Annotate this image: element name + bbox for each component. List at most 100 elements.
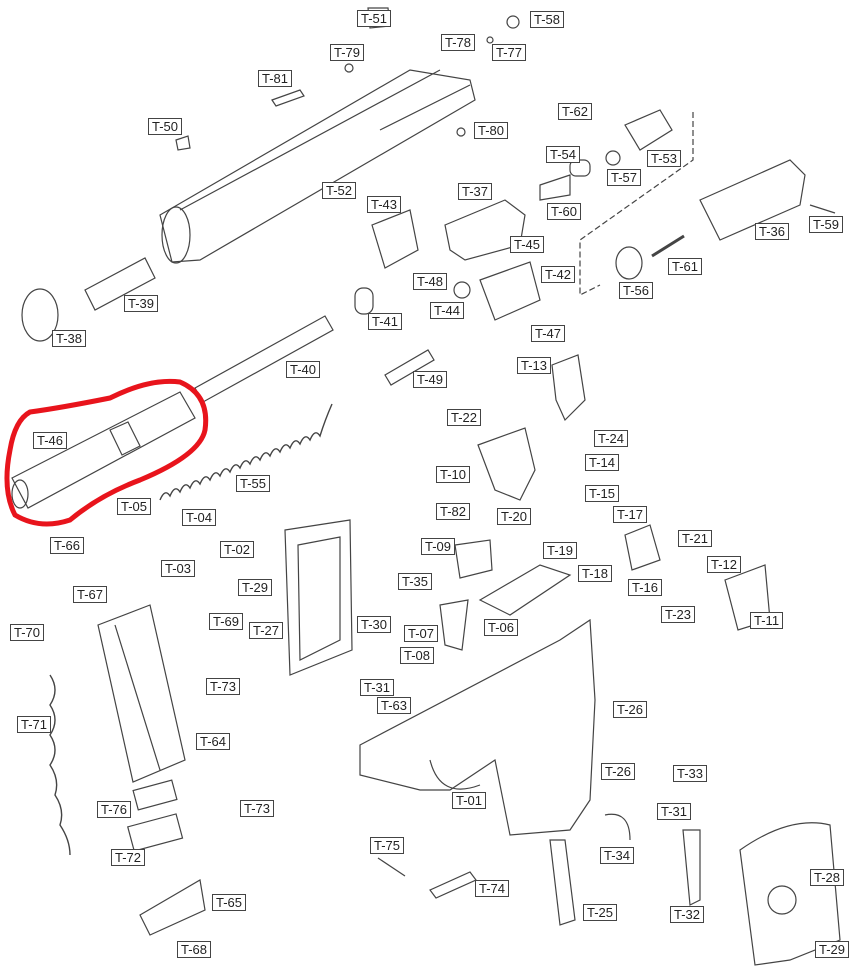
part-label-t-31: T-31 [360, 679, 395, 696]
part-t65 [139, 879, 206, 936]
magazine-part [97, 604, 186, 783]
part-label-t-72: T-72 [111, 849, 146, 866]
part-label-t-68: T-68 [177, 941, 212, 958]
part-t25 [549, 839, 576, 926]
inner-barrel-part [11, 391, 196, 509]
part-label-t-73: T-73 [206, 678, 241, 695]
part-t74 [429, 871, 477, 899]
part-label-t-25: T-25 [583, 904, 618, 921]
part-label-t-29: T-29 [815, 941, 850, 958]
part-label-t-12: T-12 [707, 556, 742, 573]
part-t80 [456, 127, 466, 137]
part-label-t-08: T-08 [400, 647, 435, 664]
part-label-t-41: T-41 [368, 313, 403, 330]
bushing-part [21, 288, 59, 342]
part-t07 [439, 599, 469, 651]
part-t77 [486, 36, 494, 44]
part-t75 [377, 857, 406, 877]
dashed-connector [579, 112, 694, 296]
part-t48 [453, 281, 471, 299]
part-label-t-51: T-51 [357, 10, 392, 27]
part-label-t-67: T-67 [73, 586, 108, 603]
part-t42 [479, 261, 541, 321]
part-t43 [371, 209, 419, 269]
part-label-t-80: T-80 [474, 122, 509, 139]
part-label-t-55: T-55 [236, 475, 271, 492]
part-label-t-59: T-59 [809, 216, 844, 233]
part-label-t-57: T-57 [607, 169, 642, 186]
part-label-t-60: T-60 [547, 203, 582, 220]
part-label-t-21: T-21 [678, 530, 713, 547]
part-label-t-19: T-19 [543, 542, 578, 559]
part-label-t-64: T-64 [196, 733, 231, 750]
part-t76 [132, 779, 178, 811]
part-label-t-69: T-69 [209, 613, 244, 630]
part-label-t-76: T-76 [97, 801, 132, 818]
part-label-t-24: T-24 [594, 430, 629, 447]
part-label-t-77: T-77 [492, 44, 527, 61]
part-t61 [651, 234, 685, 258]
part-label-t-44: T-44 [430, 302, 465, 319]
part-label-t-26: T-26 [613, 701, 648, 718]
part-label-t-29: T-29 [238, 579, 273, 596]
part-label-t-33: T-33 [673, 765, 708, 782]
part-label-t-81: T-81 [258, 70, 293, 87]
part-label-t-78: T-78 [441, 34, 476, 51]
part-label-t-30: T-30 [357, 616, 392, 633]
part-label-t-66: T-66 [50, 537, 85, 554]
part-label-t-79: T-79 [330, 44, 365, 61]
part-t72 [127, 813, 184, 852]
part-label-t-32: T-32 [670, 906, 705, 923]
part-label-t-13: T-13 [517, 357, 552, 374]
magazine-base-part [284, 519, 353, 676]
part-t56 [615, 246, 643, 280]
slide-part [159, 69, 476, 263]
part-label-t-40: T-40 [286, 361, 321, 378]
hammer-part [551, 354, 586, 422]
part-label-t-28: T-28 [810, 869, 845, 886]
part-label-t-42: T-42 [541, 266, 576, 283]
part-label-t-61: T-61 [668, 258, 703, 275]
recoil-guide-part [84, 257, 156, 311]
part-label-t-35: T-35 [398, 573, 433, 590]
frame-part [359, 618, 596, 836]
part-label-t-07: T-07 [404, 625, 439, 642]
part-label-t-71: T-71 [17, 716, 52, 733]
part-label-t-73: T-73 [240, 800, 275, 817]
highlight-outline [4, 378, 209, 527]
part-label-t-47: T-47 [531, 325, 566, 342]
part-label-t-56: T-56 [619, 282, 654, 299]
part-label-t-54: T-54 [546, 146, 581, 163]
part-label-t-38: T-38 [52, 330, 87, 347]
part-label-t-53: T-53 [647, 150, 682, 167]
part-t57 [605, 150, 621, 166]
part-label-t-04: T-04 [182, 509, 217, 526]
part-label-t-06: T-06 [484, 619, 519, 636]
part-t58 [506, 15, 520, 29]
part-label-t-39: T-39 [124, 295, 159, 312]
part-label-t-50: T-50 [148, 118, 183, 135]
slide-muzzle [161, 206, 191, 264]
part-label-t-34: T-34 [600, 847, 635, 864]
recoil-spring-part [159, 403, 333, 501]
magazine-spring-part [49, 674, 71, 856]
part-label-t-20: T-20 [497, 508, 532, 525]
part-label-t-62: T-62 [558, 103, 593, 120]
part-label-t-45: T-45 [510, 236, 545, 253]
part-label-t-14: T-14 [585, 454, 620, 471]
part-label-t-17: T-17 [613, 506, 648, 523]
part-label-t-18: T-18 [578, 565, 613, 582]
part-label-t-37: T-37 [458, 183, 493, 200]
part-label-t-65: T-65 [212, 894, 247, 911]
part-label-t-36: T-36 [755, 223, 790, 240]
part-label-t-52: T-52 [322, 182, 357, 199]
part-label-t-02: T-02 [220, 541, 255, 558]
part-t09 [454, 539, 493, 579]
sear-housing-part [477, 427, 536, 501]
part-t49 [384, 349, 435, 386]
part-label-t-15: T-15 [585, 485, 620, 502]
part-label-t-10: T-10 [436, 466, 471, 483]
part-label-t-43: T-43 [367, 196, 402, 213]
part-label-t-26: T-26 [601, 763, 636, 780]
